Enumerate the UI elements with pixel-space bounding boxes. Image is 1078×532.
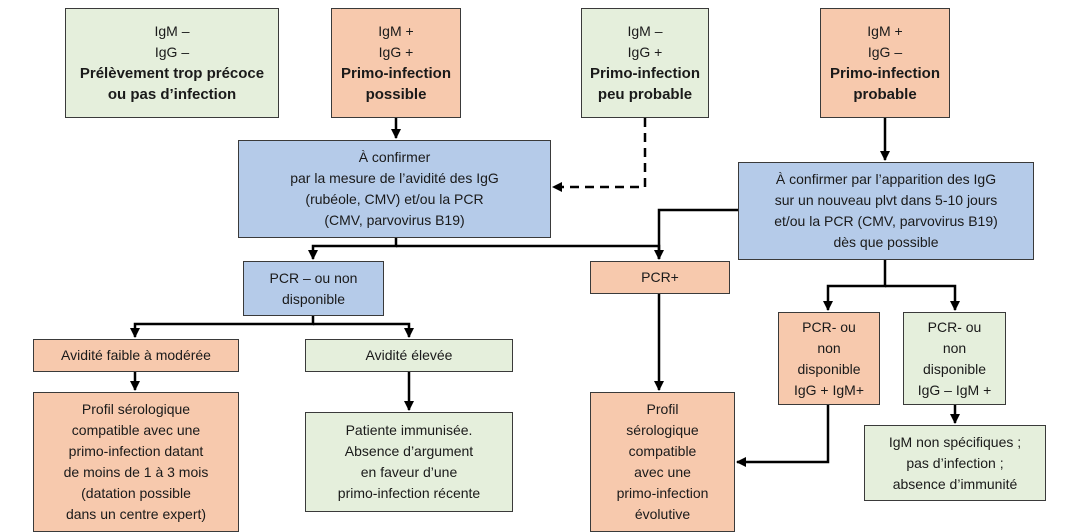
box-text: IgG – IgM +	[917, 381, 992, 398]
box-text: primo-infection datant	[68, 443, 204, 459]
box-text: Patiente immunisée.	[345, 422, 473, 438]
box-profile-evolving: Profil sérologique compatible avec une p…	[590, 392, 735, 532]
conclusion-text: probable	[853, 86, 917, 103]
box-text: non	[817, 339, 841, 356]
box-text: disponible	[797, 360, 861, 377]
box-text: primo-infection	[616, 485, 709, 501]
connector-layer	[130, 118, 960, 467]
box-text: et/ou la PCR (CMV, parvovirus B19)	[774, 213, 998, 229]
box-pcr-negative: PCR – ou non disponible	[243, 261, 384, 316]
box-primo-possible: IgM + IgG + Primo-infection possible	[331, 8, 461, 118]
arrow-confirm-to-pcr-neg	[308, 238, 398, 260]
box-text: Absence d’argument	[344, 443, 474, 459]
box-text: dès que possible	[833, 234, 939, 250]
box-text: PCR- ou	[927, 318, 982, 335]
box-text: sur un nouveau plvt dans 5-10 jours	[774, 192, 998, 208]
arrow-confirm-to-pcr-pos	[396, 244, 661, 259]
arrow-unlikely-to-confirm	[552, 118, 647, 192]
box-text: (CMV, parvovirus B19)	[324, 212, 465, 228]
box-text: évolutive	[634, 506, 691, 522]
box-text: PCR – ou non	[269, 269, 358, 286]
box-text: dans un centre expert)	[65, 506, 207, 522]
conclusion-text: Primo-infection	[589, 65, 700, 82]
box-text: sérologique	[626, 422, 699, 438]
box-pcr-neg-igg-igm-pos: PCR- ou non disponible IgG + IgM+	[778, 312, 880, 405]
box-text: À confirmer par l’apparition des IgG	[775, 171, 997, 187]
igm-status: IgM +	[867, 23, 903, 39]
box-pcr-neg-igg-neg-igm-pos: PCR- ou non disponible IgG – IgM +	[903, 312, 1006, 405]
igm-status: IgM +	[378, 23, 414, 39]
arrow-igg-confirm-to-pcr-branches	[823, 260, 887, 311]
box-text: À confirmer	[358, 149, 431, 165]
box-immunized: Patiente immunisée. Absence d’argument e…	[305, 412, 513, 512]
arrow-igm-pos-to-profile-evolving	[736, 405, 830, 467]
box-primo-unlikely: IgM – IgG + Primo-infection peu probable	[581, 8, 709, 118]
igg-status: IgG +	[378, 44, 414, 60]
box-primo-probable: IgM + IgG – Primo-infection probable	[820, 8, 950, 118]
box-no-infection: IgM – IgG – Prélèvement trop précoce ou …	[65, 8, 279, 118]
box-text: Avidité élevée	[365, 347, 453, 363]
igg-status: IgG +	[627, 44, 663, 60]
conclusion-text: ou pas d’infection	[107, 86, 237, 103]
box-text: compatible	[628, 443, 697, 459]
box-text: Profil sérologique	[81, 401, 191, 417]
box-text: PCR- ou	[802, 318, 856, 335]
box-text: disponible	[281, 290, 346, 307]
conclusion-text: peu probable	[597, 86, 693, 103]
box-text: (datation possible	[81, 485, 191, 501]
conclusion-text: Primo-infection	[829, 65, 940, 82]
box-text: de moins de 1 à 3 mois	[63, 464, 209, 480]
box-text: IgM non spécifiques ;	[888, 433, 1022, 450]
igm-status: IgM –	[154, 23, 190, 39]
box-text: Profil	[646, 401, 679, 417]
box-text: par la mesure de l’avidité des IgG	[290, 170, 499, 186]
igm-status: IgM –	[627, 23, 663, 39]
box-text: primo-infection récente	[337, 485, 481, 501]
box-text: PCR+	[641, 269, 679, 285]
igg-status: IgG –	[154, 44, 190, 60]
box-avidity-high: Avidité élevée	[305, 339, 513, 372]
box-confirm-avidity: À confirmer par la mesure de l’avidité d…	[238, 140, 551, 238]
box-igm-nonspecific: IgM non spécifiques ; pas d’infection ; …	[864, 425, 1046, 501]
arrow-pcr-neg-to-avidity-high	[313, 322, 414, 338]
box-text: avec une	[634, 464, 691, 480]
box-text: en faveur d’une	[360, 464, 458, 480]
arrow-igg-confirm-to-pcr-pos	[654, 208, 738, 260]
box-text: IgG + IgM+	[793, 381, 865, 398]
box-text: pas d’infection ;	[906, 454, 1004, 471]
box-text: disponible	[922, 360, 987, 377]
arrow-pcr-neg-to-avidity-low	[130, 316, 315, 338]
igg-status: IgG –	[867, 44, 903, 60]
box-text: absence d’immunité	[892, 475, 1018, 492]
conclusion-text: Primo-infection	[340, 65, 451, 82]
conclusion-text: possible	[365, 86, 427, 103]
arrow-igg-confirm-to-pcr-neg-igg	[885, 284, 960, 311]
box-text: Avidité faible à modérée	[61, 347, 211, 363]
box-pcr-positive: PCR+	[590, 261, 730, 294]
conclusion-text: Prélèvement trop précoce	[79, 65, 265, 82]
box-avidity-low: Avidité faible à modérée	[33, 339, 239, 372]
box-confirm-igg: À confirmer par l’apparition des IgG sur…	[738, 162, 1034, 260]
box-text: compatible avec une	[71, 422, 201, 438]
box-profile-compatible: Profil sérologique compatible avec une p…	[33, 392, 239, 532]
box-text: (rubéole, CMV) et/ou la PCR	[305, 191, 484, 207]
box-text: non	[942, 339, 967, 356]
